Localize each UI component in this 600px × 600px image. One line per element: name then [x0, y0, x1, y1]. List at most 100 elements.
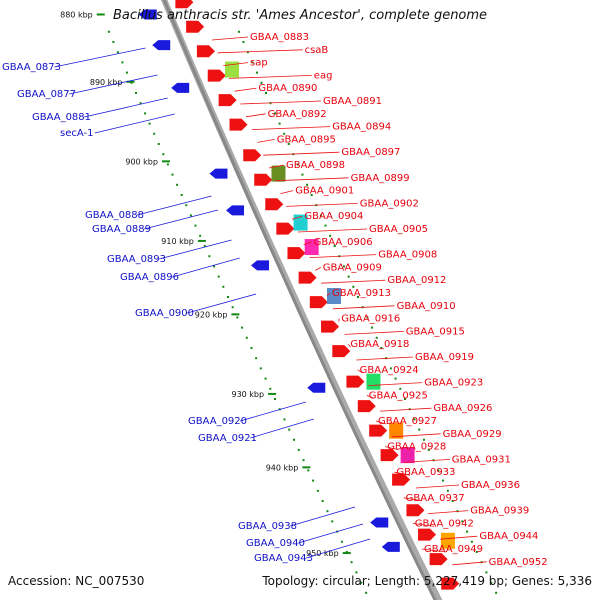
reverse-leader — [240, 401, 306, 422]
forward-leader — [234, 87, 257, 92]
reverse-gene — [138, 9, 157, 20]
feature-block — [225, 61, 240, 78]
outer-dot-ring — [260, 81, 263, 84]
forward-leader — [257, 139, 275, 143]
outer-dot-ring — [251, 61, 254, 64]
forward-leader — [392, 433, 441, 438]
forward-gene-label: GBAA_0925 — [369, 390, 428, 401]
inner-dot-ring — [292, 438, 295, 441]
forward-gene-label: GBAA_0910 — [397, 301, 456, 312]
forward-leader — [263, 151, 340, 156]
inner-dot-ring — [194, 224, 197, 227]
forward-leader — [428, 510, 469, 514]
forward-leader — [375, 420, 387, 425]
reverse-leader — [298, 523, 364, 544]
forward-leader — [268, 164, 285, 169]
forward-gene — [276, 222, 295, 235]
outer-dot-ring — [347, 275, 350, 278]
inner-dot-ring — [112, 41, 115, 43]
forward-leader — [280, 190, 294, 194]
inner-dot-ring — [157, 143, 160, 145]
forward-leader — [228, 75, 312, 79]
forward-gene — [287, 247, 306, 260]
outer-dot-ring — [451, 500, 454, 502]
forward-gene-label: sap — [250, 58, 268, 69]
forward-gene — [229, 118, 248, 131]
forward-leader — [315, 267, 321, 271]
forward-gene-label: GBAA_0919 — [415, 352, 474, 363]
reverse-leader — [172, 257, 240, 278]
reverse-leader — [69, 74, 158, 95]
outer-dot-ring — [475, 551, 478, 553]
forward-gene-label: GBAA_0901 — [295, 186, 354, 197]
forward-gene-label: GBAA_0926 — [433, 403, 492, 414]
forward-leader — [321, 279, 386, 284]
inner-dot-ring — [107, 30, 110, 33]
forward-gene-label: GBAA_0936 — [461, 480, 520, 491]
inner-dot-ring — [189, 214, 192, 217]
forward-gene-label: GBAA_0902 — [360, 198, 419, 209]
reverse-gene — [307, 382, 326, 393]
forward-gene-label: GBAA_0916 — [341, 314, 400, 325]
tick-label: 900 kbp — [125, 157, 158, 166]
reverse-leader — [84, 97, 168, 118]
forward-gene-label: GBAA_0931 — [452, 454, 511, 465]
reverse-leader — [187, 293, 257, 314]
outer-dot-ring — [324, 224, 327, 227]
inner-dot-ring — [139, 102, 142, 105]
inner-dot-ring — [355, 571, 358, 574]
outer-dot-ring — [246, 51, 249, 54]
inner-dot-ring — [241, 326, 244, 329]
forward-gene — [218, 94, 237, 107]
inner-dot-ring — [345, 551, 348, 553]
outer-dot-ring — [329, 234, 332, 237]
inner-dot-ring — [245, 336, 248, 339]
forward-gene-label: csaB — [305, 45, 329, 56]
forward-gene-label: GBAA_0923 — [424, 378, 483, 389]
forward-leader — [286, 203, 358, 207]
outer-dot-ring — [237, 30, 240, 33]
outer-dot-ring — [274, 112, 277, 115]
feature-block — [389, 422, 404, 439]
reverse-leader — [159, 239, 232, 260]
inner-dot-ring — [203, 245, 206, 247]
forward-gene-label: GBAA_0890 — [258, 83, 317, 94]
inner-dot-ring — [274, 398, 276, 400]
inner-dot-ring — [264, 377, 267, 380]
forward-leader — [326, 292, 331, 297]
forward-gene — [298, 271, 317, 284]
forward-gene — [332, 345, 351, 358]
reverse-gene-label: GBAA_0920 — [188, 416, 247, 427]
forward-gene — [321, 320, 340, 333]
inner-dot-ring — [307, 469, 310, 472]
forward-gene-label: GBAA_0924 — [360, 365, 419, 376]
reverse-gene-label: GBAA_0881 — [32, 112, 91, 123]
forward-leader — [368, 382, 423, 386]
forward-gene-label: GBAA_0942 — [415, 518, 474, 529]
forward-leader — [240, 100, 322, 105]
inner-dot-ring — [340, 540, 343, 543]
inner-dot-ring — [185, 204, 188, 207]
forward-gene-label: GBAA_0927 — [378, 416, 437, 427]
reverse-leader — [250, 418, 314, 439]
forward-gene — [429, 553, 448, 566]
outer-dot-ring — [352, 285, 355, 288]
forward-gene — [196, 45, 215, 58]
reverse-leader — [290, 506, 356, 527]
forward-gene — [254, 173, 273, 186]
forward-gene-label: eag — [314, 70, 333, 81]
forward-gene-label: GBAA_0894 — [332, 122, 391, 133]
forward-leader — [421, 548, 447, 553]
reverse-gene-label: GBAA_0940 — [246, 538, 305, 549]
inner-dot-ring — [144, 112, 147, 115]
forward-gene-label: GBAA_0937 — [406, 493, 465, 504]
outer-dot-ring — [389, 367, 392, 370]
inner-dot-ring — [236, 316, 239, 319]
outer-dot-ring — [422, 438, 425, 441]
outer-dot-ring — [380, 347, 383, 349]
reverse-leader — [94, 113, 175, 134]
tick-label: 930 kbp — [231, 390, 264, 399]
forward-gene — [357, 400, 376, 413]
forward-gene-label: GBAA_0899 — [351, 173, 410, 184]
tick-label: 910 kbp — [161, 237, 194, 246]
